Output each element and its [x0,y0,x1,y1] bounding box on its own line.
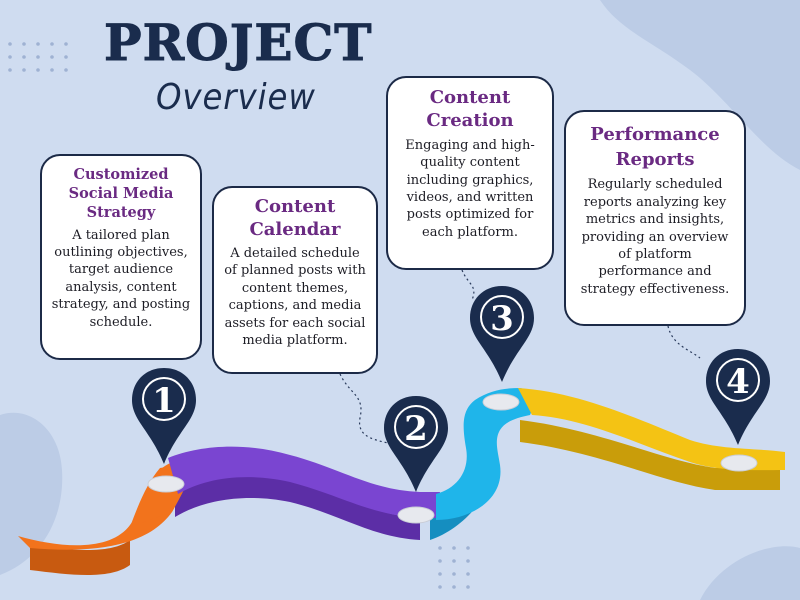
background-blob-bottom-right [700,546,800,600]
pin-1: 1 [132,368,196,464]
step-description: Engaging and high-quality content includ… [405,137,535,240]
title-project: PROJECT [103,13,373,72]
step-heading: Performance Reports [590,124,720,171]
dotted-connectors [339,269,701,446]
step-card-4: Performance Reports Regularly scheduled … [564,110,746,326]
step-description: A detailed schedule of planned posts wit… [224,246,366,349]
step-heading: Customized Social Media Strategy [68,166,174,221]
step-description: Regularly scheduled reports analyzing ke… [580,177,730,297]
connector-2 [339,373,396,446]
map-pin-icon [132,368,196,464]
road-marker-3 [482,393,520,411]
step-heading: Content Calendar [249,196,341,240]
road-marker-4 [720,454,758,472]
step-card-2: Content Calendar A detailed schedule of … [212,186,378,374]
step-card-1: Customized Social Media Strategy A tailo… [40,154,202,360]
map-pin-icon [470,286,534,382]
map-pin-icon [384,396,448,492]
step-description: A tailored plan outlining objectives, ta… [51,227,191,330]
step-heading: Content Creation [426,87,514,132]
road-marker-2 [397,506,435,524]
pin-3: 3 [470,286,534,382]
step-card-3: Content Creation Engaging and high-quali… [386,76,554,270]
title-overview: Overview [156,77,316,118]
winding-road [18,388,785,575]
pin-2: 2 [384,396,448,492]
dot-grid-bottom [438,546,470,589]
road-markers [147,393,758,524]
pin-number-1: 1 [152,381,176,421]
dot-grid-left [8,42,68,72]
road-marker-1 [147,475,185,493]
pin-number-2: 2 [404,409,428,449]
connector-4 [667,325,701,359]
background-blob-top-right [600,0,800,170]
pin-number-4: 4 [726,362,750,402]
pin-4: 4 [706,349,770,445]
connector-3 [461,269,475,301]
map-pin-icon [706,349,770,445]
pin-number-3: 3 [490,299,514,339]
background-blob-bottom-left [0,412,63,575]
